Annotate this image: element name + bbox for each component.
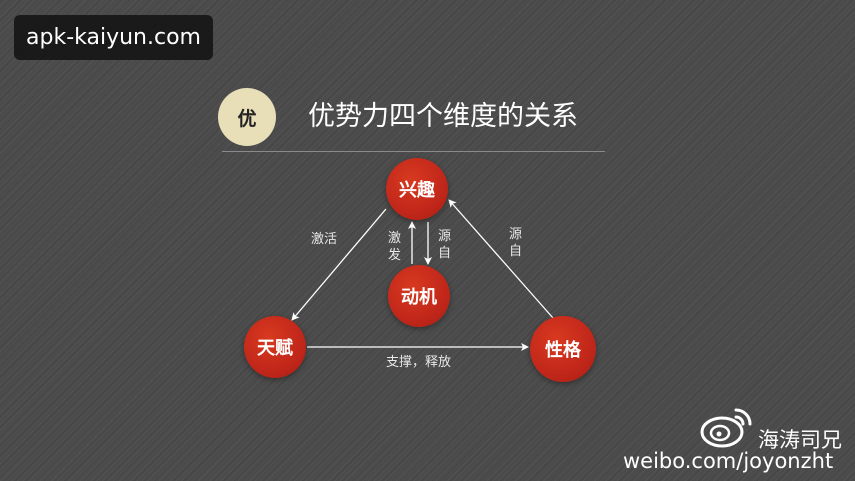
- edge-label-activate: 激活: [311, 232, 338, 247]
- weibo-url: weibo.com/joyonzht: [623, 449, 834, 473]
- site-watermark: apk-kaiyun.com: [14, 15, 213, 60]
- arrow-character-to-interest: [448, 199, 554, 319]
- title-divider: [222, 151, 605, 152]
- arrow-interest-to-talent: [291, 208, 387, 321]
- page-title: 优势力四个维度的关系: [308, 101, 578, 132]
- weibo-icon: [700, 408, 752, 448]
- edge-label-source-motivation: 源自: [438, 229, 452, 261]
- title-badge: 优: [218, 88, 276, 146]
- node-motivation: 动机: [388, 265, 450, 327]
- node-interest: 兴趣: [386, 158, 448, 220]
- node-talent: 天赋: [244, 316, 306, 378]
- edge-label-support-release: 支撑，释放: [386, 355, 452, 370]
- weibo-username: 海涛司兄: [758, 428, 842, 452]
- edge-label-stimulate: 激发: [388, 231, 402, 263]
- node-character: 性格: [530, 316, 596, 382]
- edge-label-source-character: 源自: [509, 227, 523, 259]
